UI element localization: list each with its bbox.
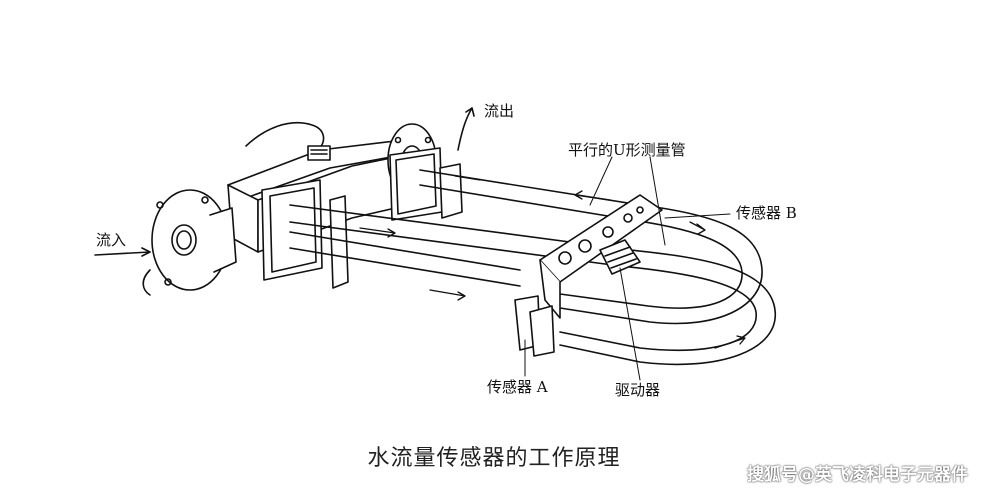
label-driver: 驱动器 xyxy=(615,381,661,399)
mount-plate-front xyxy=(329,163,463,289)
label-inflow: 流入 xyxy=(96,231,127,249)
mount-plate-left xyxy=(261,179,323,281)
watermark-text: 搜狐号@英飞凌科电子元器件 xyxy=(747,465,968,485)
sensor-a-clamp xyxy=(514,295,555,357)
inlet-flange xyxy=(151,189,237,291)
label-parallel-u-tube: 平行的U形测量管 xyxy=(568,141,686,159)
driver-coil xyxy=(599,239,641,275)
mount-plate-right xyxy=(389,147,443,221)
label-sensor-b: 传感器 B xyxy=(736,204,797,222)
leader-lines xyxy=(524,156,731,381)
inflow-arrow xyxy=(94,247,151,296)
sensor-cable xyxy=(245,121,325,149)
diagram-caption: 水流量传感器的工作原理 xyxy=(367,446,621,471)
top-sensor-block xyxy=(307,145,331,161)
outflow-arrow xyxy=(457,107,475,151)
label-outflow: 流出 xyxy=(484,102,515,120)
tube-lower xyxy=(289,204,776,366)
flow-arrows xyxy=(359,175,746,349)
label-sensor-a: 传感器 A xyxy=(487,378,548,396)
